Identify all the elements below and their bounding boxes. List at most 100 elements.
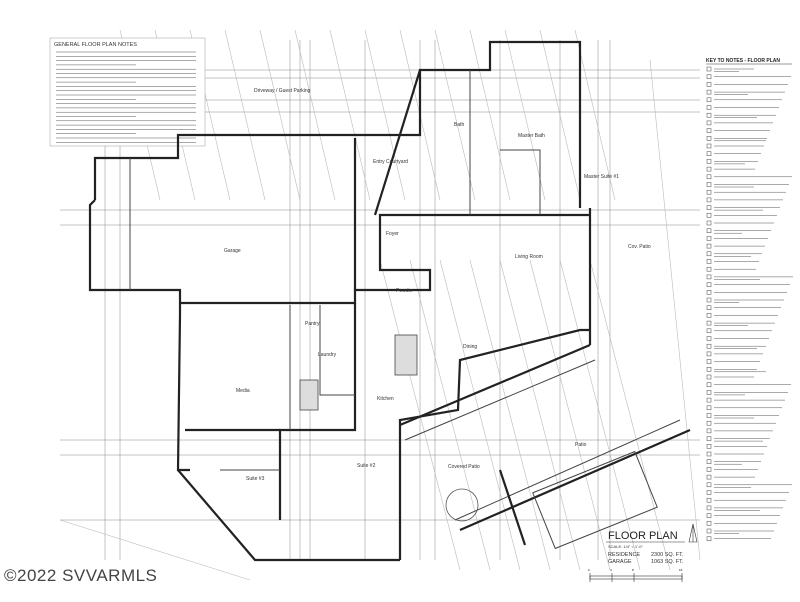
room-label-foyer: Foyer bbox=[386, 231, 399, 237]
key-note-marker bbox=[706, 313, 712, 318]
room-label-media: Media bbox=[236, 388, 250, 394]
room-label-garage: Garage bbox=[224, 248, 241, 254]
key-note-marker bbox=[706, 490, 712, 495]
site-line bbox=[574, 29, 616, 201]
site-line bbox=[469, 29, 511, 201]
key-note-marker bbox=[706, 482, 712, 488]
room-label-suite3: Suite #3 bbox=[246, 476, 265, 482]
site-line bbox=[589, 259, 671, 571]
key-note-marker bbox=[706, 320, 712, 326]
key-note-marker bbox=[706, 497, 712, 503]
site-line bbox=[259, 29, 301, 201]
key-note-marker bbox=[706, 143, 712, 149]
key-note-marker bbox=[706, 105, 712, 110]
general-notes-box: GENERAL FLOOR PLAN NOTES bbox=[49, 37, 206, 147]
key-note-marker bbox=[706, 374, 712, 380]
site-line bbox=[504, 29, 546, 201]
key-note-marker bbox=[706, 236, 712, 241]
key-note-marker bbox=[706, 112, 712, 118]
site-line bbox=[539, 29, 581, 201]
area-value-garage: 1063 SQ. FT. bbox=[651, 559, 684, 565]
room-label-patio: Patio bbox=[575, 442, 587, 448]
key-note-marker bbox=[706, 428, 712, 434]
scale-tick: 16 bbox=[679, 568, 683, 572]
key-note-marker bbox=[706, 390, 712, 395]
room-label-entry: Entry Courtyard bbox=[373, 159, 408, 165]
site-line bbox=[434, 29, 476, 201]
key-note-marker bbox=[706, 66, 712, 72]
room-label-pantry: Pantry bbox=[305, 321, 320, 327]
key-note-marker bbox=[706, 343, 712, 349]
site-line bbox=[439, 259, 521, 571]
key-note-marker bbox=[706, 359, 712, 364]
key-note-marker bbox=[706, 251, 712, 257]
key-note-marker bbox=[706, 266, 712, 272]
key-note-marker bbox=[706, 305, 712, 310]
plan-title: FLOOR PLAN bbox=[608, 530, 678, 542]
key-note-marker bbox=[706, 228, 712, 233]
key-note-marker bbox=[706, 328, 712, 334]
key-note-marker bbox=[706, 444, 712, 449]
key-note-marker bbox=[706, 259, 712, 264]
room-label-master-bath: Master Bath bbox=[518, 133, 545, 139]
key-note-marker bbox=[706, 436, 712, 441]
site-line bbox=[469, 259, 551, 571]
room-label-cov-patio: Cov. Patio bbox=[628, 244, 651, 250]
site-line bbox=[364, 29, 406, 201]
site-line bbox=[329, 29, 371, 201]
key-note-marker bbox=[706, 205, 712, 210]
key-note-marker bbox=[706, 536, 712, 541]
key-note-marker bbox=[706, 336, 712, 341]
key-note-marker bbox=[706, 274, 712, 280]
key-note-marker bbox=[706, 174, 712, 180]
key-note-marker bbox=[706, 89, 712, 95]
walls bbox=[88, 40, 592, 562]
scale-tick: 8 bbox=[632, 568, 634, 572]
site-line bbox=[559, 259, 641, 571]
scale-tick: 4 bbox=[610, 568, 612, 572]
key-note-marker bbox=[706, 474, 712, 480]
room-label-master-suite: Master Suite #1 bbox=[584, 174, 619, 180]
key-note-marker bbox=[706, 297, 712, 303]
copyright-watermark: ©2022 SVVARMLS bbox=[4, 566, 158, 585]
key-to-notes-heading: KEY TO NOTES - FLOOR PLAN bbox=[706, 58, 780, 64]
key-note-marker bbox=[706, 528, 712, 534]
key-note-marker bbox=[706, 151, 712, 156]
scale-bar: 0 4 8 16 bbox=[588, 568, 683, 582]
patio-beams bbox=[399, 343, 691, 550]
room-label-powder: Powder bbox=[396, 288, 413, 294]
site-line bbox=[59, 519, 251, 581]
key-note-marker bbox=[706, 405, 712, 411]
room-label-living: Living Room bbox=[515, 254, 543, 260]
key-note-marker bbox=[706, 459, 712, 464]
general-notes-heading: GENERAL FLOOR PLAN NOTES bbox=[54, 42, 137, 48]
room-label-bath: Bath bbox=[454, 122, 465, 128]
key-note-marker bbox=[706, 420, 712, 426]
site-line bbox=[379, 259, 461, 571]
key-note-marker bbox=[706, 136, 712, 141]
title-block: FLOOR PLAN SCALE: 1/4" = 1'-0" RESIDENCE… bbox=[588, 523, 698, 582]
area-label-garage: GARAGE bbox=[608, 559, 632, 565]
key-note-marker bbox=[706, 513, 712, 518]
room-label-driveway: Driveway / Guest Parking bbox=[254, 88, 311, 94]
key-note-marker bbox=[706, 413, 712, 418]
key-note-marker bbox=[706, 82, 712, 87]
key-note-marker bbox=[706, 397, 712, 403]
key-to-notes: KEY TO NOTES - FLOOR PLAN bbox=[706, 58, 793, 541]
key-note-marker bbox=[706, 521, 712, 526]
key-note-marker bbox=[706, 166, 712, 172]
key-note-marker bbox=[706, 290, 712, 295]
key-note-marker bbox=[706, 182, 712, 187]
site-line bbox=[499, 259, 581, 571]
area-label-residence: RESIDENCE bbox=[608, 552, 640, 558]
site-line bbox=[409, 259, 491, 571]
key-note-marker bbox=[706, 282, 712, 287]
site-line bbox=[529, 259, 611, 571]
room-label-dining: Dining bbox=[463, 344, 477, 350]
key-note-marker bbox=[706, 505, 712, 511]
key-note-marker bbox=[706, 367, 712, 372]
room-label-laundry: Laundry bbox=[318, 352, 337, 358]
plan-scale: SCALE: 1/4" = 1'-0" bbox=[608, 544, 643, 549]
